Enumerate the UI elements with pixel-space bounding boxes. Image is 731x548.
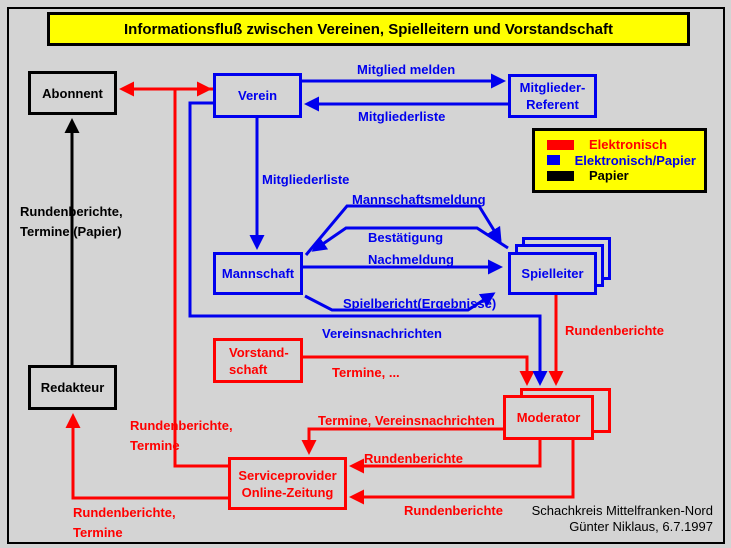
label-mitgliederliste-oben: Mitgliederliste [358,109,446,124]
label-spielbericht: Spielbericht(Ergebnisse) [343,296,497,311]
label-termine: Termine, ... [332,365,400,380]
node-redakteur: Redakteur [28,365,117,410]
legend-swatch-blue [547,155,560,165]
outer-frame [7,7,725,544]
node-verein: Verein [213,73,302,118]
node-mitglieder-referent: Mitglieder- Referent [508,74,597,118]
label-bestaetigung: Bestätigung [368,230,444,245]
label-nachmeldung: Nachmeldung [368,252,454,267]
label-rundenberichte-spielleiter: Rundenberichte [565,323,664,338]
label-rundenberichte-unten: Rundenberichte [404,503,503,518]
label-mannschaftsmeldung: Mannschaftsmeldung [352,192,486,207]
legend-label: Elektronisch [589,137,668,152]
label-mitglied-melden: Mitglied melden [357,62,456,77]
node-vorstandschaft: Vorstand- schaft [213,338,303,383]
legend-row-elektronisch: Elektronisch [547,137,696,152]
label-mitgliederliste-mitte: Mitgliederliste [262,172,350,187]
node-serviceprovider: Serviceprovider Online-Zeitung [228,457,347,510]
legend-row-papier: Papier [547,168,696,183]
page-title: Informationsfluß zwischen Vereinen, Spie… [47,12,690,46]
node-abonnent: Abonnent [28,71,117,115]
label-vereinsnachrichten: Vereinsnachrichten [322,326,442,341]
label-termine-vereinsnachrichten: Termine, Vereinsnachrichten [318,413,495,428]
legend-label: Papier [589,168,629,183]
legend-label: Elektronisch/Papier [574,152,696,168]
legend-swatch-black [547,170,574,181]
node-spielleiter: Spielleiter [508,252,597,295]
label-rundenberichte-termine-links: Rundenberichte, Termine [130,418,233,453]
label-rundenberichte-moderator: Rundenberichte [364,451,463,466]
node-moderator: Moderator [503,395,594,440]
credit-text: Schachkreis Mittelfranken-Nord Günter Ni… [531,503,713,534]
label-rundenberichte-termine-unten: Rundenberichte, Termine [73,505,176,540]
label-rundenberichte-termine-papier: Rundenberichte, Termine (Papier) [20,204,123,239]
node-mannschaft: Mannschaft [213,252,303,295]
legend-swatch-red [547,139,574,150]
legend: Elektronisch Elektronisch/Papier Papier [532,128,707,193]
legend-row-elektronisch-papier: Elektronisch/Papier [547,153,696,168]
